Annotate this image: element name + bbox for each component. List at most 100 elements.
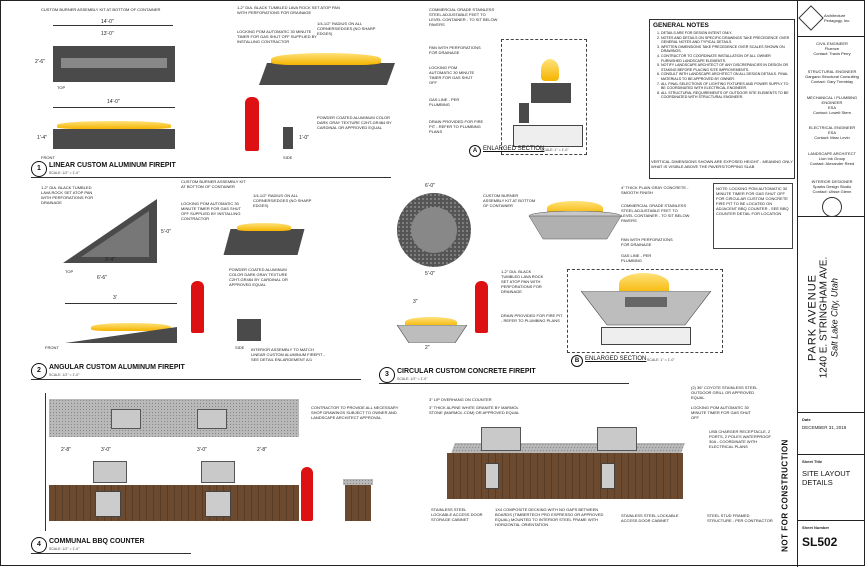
label-gas: GAS LINE - PER PLUMBING [429, 97, 460, 107]
detail-badge: A [469, 145, 481, 157]
angular-firepit-top [63, 199, 157, 263]
section-a-base [513, 125, 583, 147]
label-radius: 1/4-1/2" RADIUS ON ALL CORNERS/EDGES (NO… [253, 193, 312, 208]
label-steel: COMMERCIAL GRADE STAINLESS STEEL ADJUSTA… [429, 7, 498, 27]
note-item: CONTRACTOR TO COORDINATE INSTALLATION OF… [661, 54, 791, 63]
fire [57, 121, 171, 129]
label-composite: 1X4 COMPOSITE DECKING WITH NO GAPS BETWE… [495, 507, 604, 527]
bbq-counter-front [49, 485, 299, 521]
project-info: PARK AVENUE 1240 E. STRINGHAM AVE. Salt … [807, 223, 840, 413]
bbq-3d-counter-front [447, 453, 683, 499]
label-powder: POWDER COATED ALUMINUM COLOR DARK GRAY T… [317, 115, 392, 130]
dim: 5'-0" [425, 271, 435, 277]
project-block: PARK AVENUE 1240 E. STRINGHAM AVE. Salt … [798, 217, 865, 413]
label-pom: LOCKING POM AUTOMATIC 30 MINUTE TIMER FO… [691, 405, 751, 420]
note-item: ALL STRUCTURAL REQUIREMENTS OF OUTDOOR S… [661, 91, 791, 100]
project-name: PARK AVENUE [806, 274, 819, 362]
person-scale-figure [475, 281, 488, 333]
consultant-role: ELECTRICAL ENGINEER [808, 125, 856, 130]
pom-note: NOTE: LOCKING POM AUTOMATIC 30 MINUTE TI… [716, 186, 789, 216]
grill-front [201, 461, 235, 483]
person-scale-figure [301, 467, 313, 521]
angular-firepit-front [65, 327, 177, 343]
firm-logo-icon [798, 5, 824, 31]
detail-badge: 4 [31, 537, 47, 553]
bbq-side-top [343, 479, 373, 485]
label-powder: POWDER COATED ALUMINUM COLOR DARK GRAY T… [229, 267, 288, 287]
linear-firepit-pan [61, 58, 167, 68]
person-scale-figure [191, 281, 204, 333]
grill-top [197, 409, 227, 429]
bbq-side [345, 485, 371, 521]
fire [541, 59, 559, 81]
label-grill: (2) 36" COYOTE STAINLESS STEEL OUTDOOR G… [691, 385, 758, 400]
dim: 1'-0" [299, 135, 309, 141]
label-lava: 1-2" DIA. BLACK TUMBLED LAVA ROCK SET AT… [237, 5, 340, 15]
consultant-name: Sparks Design Studio [812, 184, 852, 189]
section-b-bowl [581, 291, 711, 326]
section-title: ENLARGED SECTION [585, 356, 647, 362]
label-gas: GAS LINE - PER PLUMBING [621, 253, 652, 263]
label-pom: LOCKING POM AUTOMATIC 30 MINUTE TIMER FO… [181, 201, 241, 221]
consultant-role: MECHANICAL / PLUMBING ENGINEER [806, 95, 858, 105]
consultant-name: ESA [827, 130, 836, 135]
section-scale: SCALE: 1/2" = 1'-0" [397, 377, 428, 381]
title-underline [31, 553, 191, 554]
grill-3d [597, 427, 637, 451]
view-label: FRONT [41, 155, 55, 160]
consultant-contact: Contact: Gary Tremblay [810, 79, 854, 84]
label-cabinet: STAINLESS STEEL LOCKABLE ACCESS DOOR STO… [431, 507, 483, 522]
label-burner: CUSTOM BURNER ASSEMBLY KIT AT BOTTOM OF … [41, 7, 161, 12]
consultant-role: CIVIL ENGINEER [816, 41, 848, 46]
sheet-number-label: Sheet Number [802, 525, 830, 530]
section-title: COMMUNAL BBQ COUNTER [49, 538, 145, 545]
linear-firepit-side [283, 127, 293, 149]
label-concrete: 4" THICK PLAIN GRAY CONCRETE - SMOOTH FI… [621, 185, 689, 195]
dim: 2'-6" [35, 59, 45, 65]
label-pom: LOCKING POM AUTOMATIC 30 MINUTE TIMER FO… [237, 29, 317, 44]
label-pom: LOCKING POM AUTOMATIC 30 MINUTE TIMER FO… [429, 65, 475, 85]
section-b-base [601, 327, 691, 345]
note-box: NOTE: LOCKING POM AUTOMATIC 30 MINUTE TI… [713, 183, 793, 249]
section-a-box [519, 103, 529, 123]
note-item: ALL FINAL SELECTIONS OF LIGHTING FIXTURE… [661, 82, 791, 91]
dim: 13'-0" [101, 31, 114, 37]
not-for-construction: NOT FOR CONSTRUCTION [780, 439, 790, 552]
label-lip: 3" LIP OVERHANG ON COUNTER [429, 397, 492, 402]
note-item: CONSULT WITH LANDSCAPE ARCHITECT ON ALL … [661, 72, 791, 81]
bbq-counter-top [49, 399, 299, 437]
dim-line [45, 393, 46, 531]
consultant-role: INTERIOR DESIGNER [811, 179, 853, 184]
section-title: ENLARGED SECTION [483, 146, 545, 152]
label-drain: DRAIN PROVIDED FOR FIRE PIT - REFER TO P… [429, 119, 484, 134]
dim-line [53, 25, 173, 26]
view-label: TOP [57, 85, 66, 90]
linear-firepit-3d [258, 63, 396, 85]
section-scale: SCALE: 1/2" = 1'-0" [49, 547, 80, 551]
note-item: DETAILS ARE FOR DESIGN INTENT ONLY. [661, 31, 791, 36]
date-value: DECEMBER 31, 2018 [802, 425, 847, 430]
consultant-contact: Contact: Lowell Stern [812, 110, 852, 115]
fire [271, 53, 381, 65]
title-underline [31, 379, 361, 380]
sheet-title-label: Sheet Title [802, 459, 823, 464]
dim: 3'-0" [197, 447, 207, 453]
project-address: 1240 E. STRINGHAM AVE. [818, 256, 830, 379]
dim: 3'-4" [105, 257, 115, 263]
storage-cabinet [205, 491, 231, 517]
circular-firepit-pan [411, 207, 457, 253]
label-pan: PAN WITH PERFORATIONS FOR DRAINAGE [621, 237, 673, 247]
sheet-number: SL502 [802, 535, 838, 549]
section-b-frame [567, 269, 723, 353]
section-scale: SCALE: 1" = 1'-0" [647, 358, 675, 362]
fire [405, 317, 457, 327]
label-drain: DRAIN PROVIDED FOR FIRE PIT - REFER TO P… [501, 313, 563, 323]
section-title: CIRCULAR CUSTOM CONCRETE FIREPIT [397, 368, 536, 375]
label-burner: CUSTOM BURNER ASSEMBLY KIT AT BOTTOM OF … [483, 193, 536, 208]
firm-name: Architecture Pedagogy, Inc. [824, 13, 851, 23]
sheet-title: SITE LAYOUT DETAILS [802, 469, 851, 487]
section-title: ANGULAR CUSTOM ALUMINUM FIREPIT [49, 364, 185, 371]
dim: 14'-0" [101, 19, 114, 25]
consultant-name: ESA [827, 105, 836, 110]
